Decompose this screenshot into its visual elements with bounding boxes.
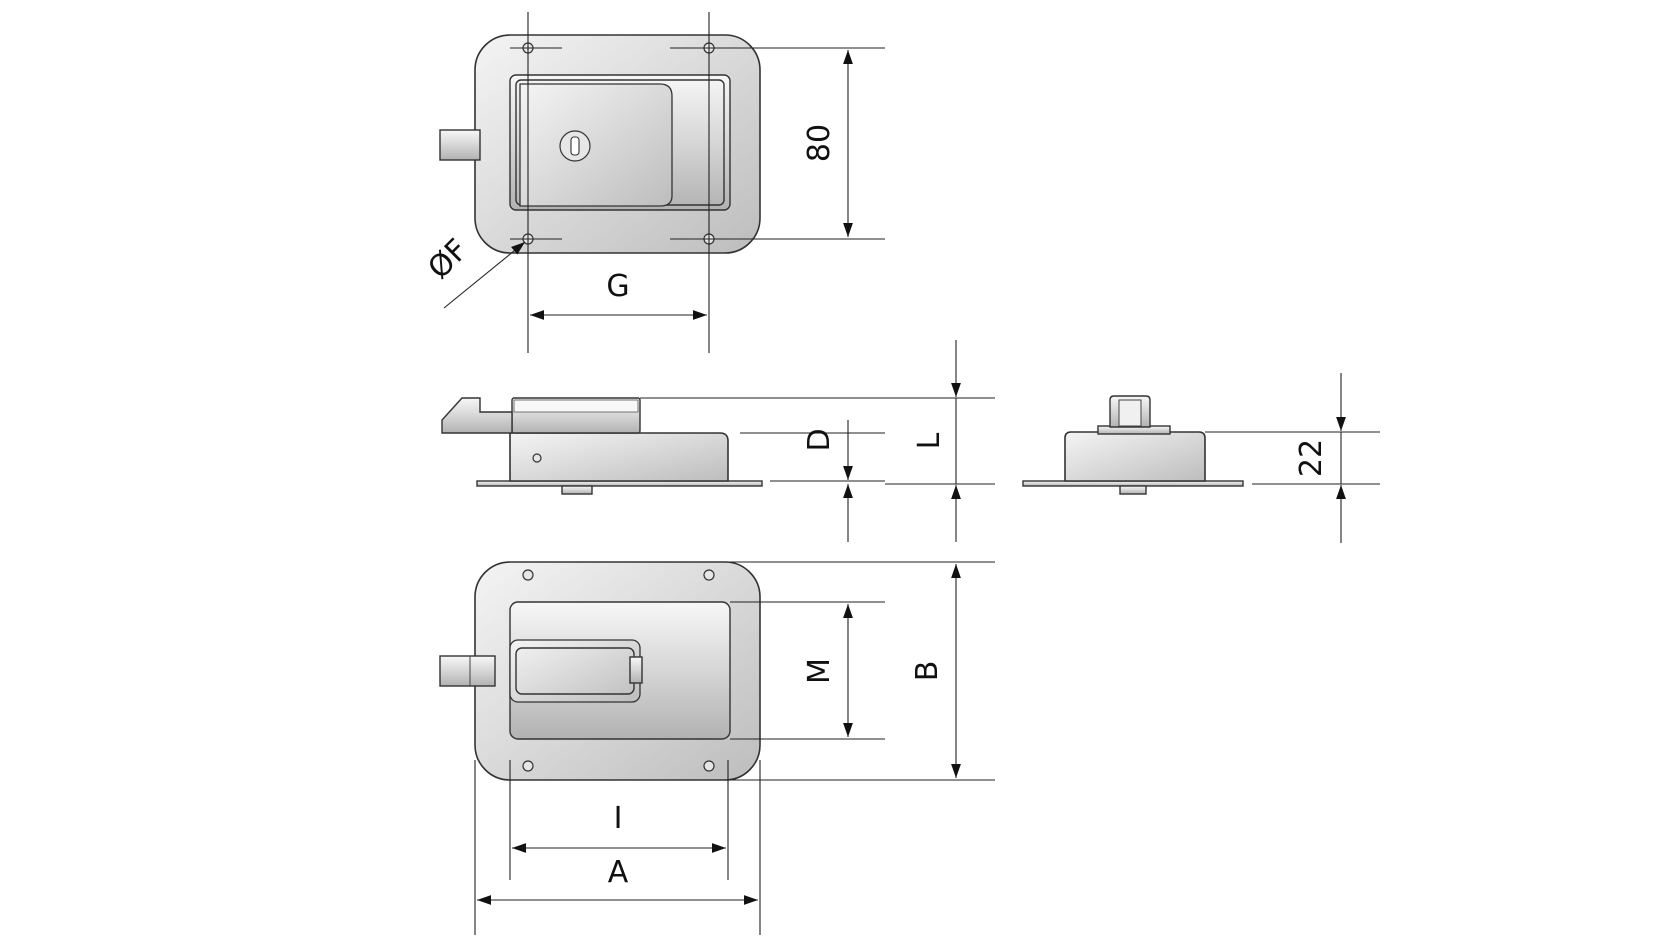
- dim-D-label: D: [802, 428, 837, 451]
- dim-F-label: ØF: [421, 232, 475, 286]
- dim-L-label: L: [912, 432, 947, 449]
- dim-A-label: A: [608, 855, 629, 890]
- top-view: 80 G ØF: [421, 12, 885, 353]
- mounting-hole-icon: [522, 760, 534, 772]
- dim-G-label: G: [606, 269, 629, 304]
- mounting-hole-icon: [703, 760, 715, 772]
- dim-I-label: I: [614, 801, 623, 836]
- back-view: M B I A: [439, 561, 995, 935]
- mounting-hole-icon: [522, 569, 534, 581]
- dim-80-label: 80: [802, 124, 837, 162]
- side-view: D L: [441, 340, 995, 542]
- mounting-hole-icon: [703, 569, 715, 581]
- dim-M-label: M: [802, 658, 837, 684]
- end-view: 22: [1022, 373, 1380, 543]
- dim-22-label: 22: [1294, 439, 1329, 477]
- dim-B-label: B: [910, 661, 945, 682]
